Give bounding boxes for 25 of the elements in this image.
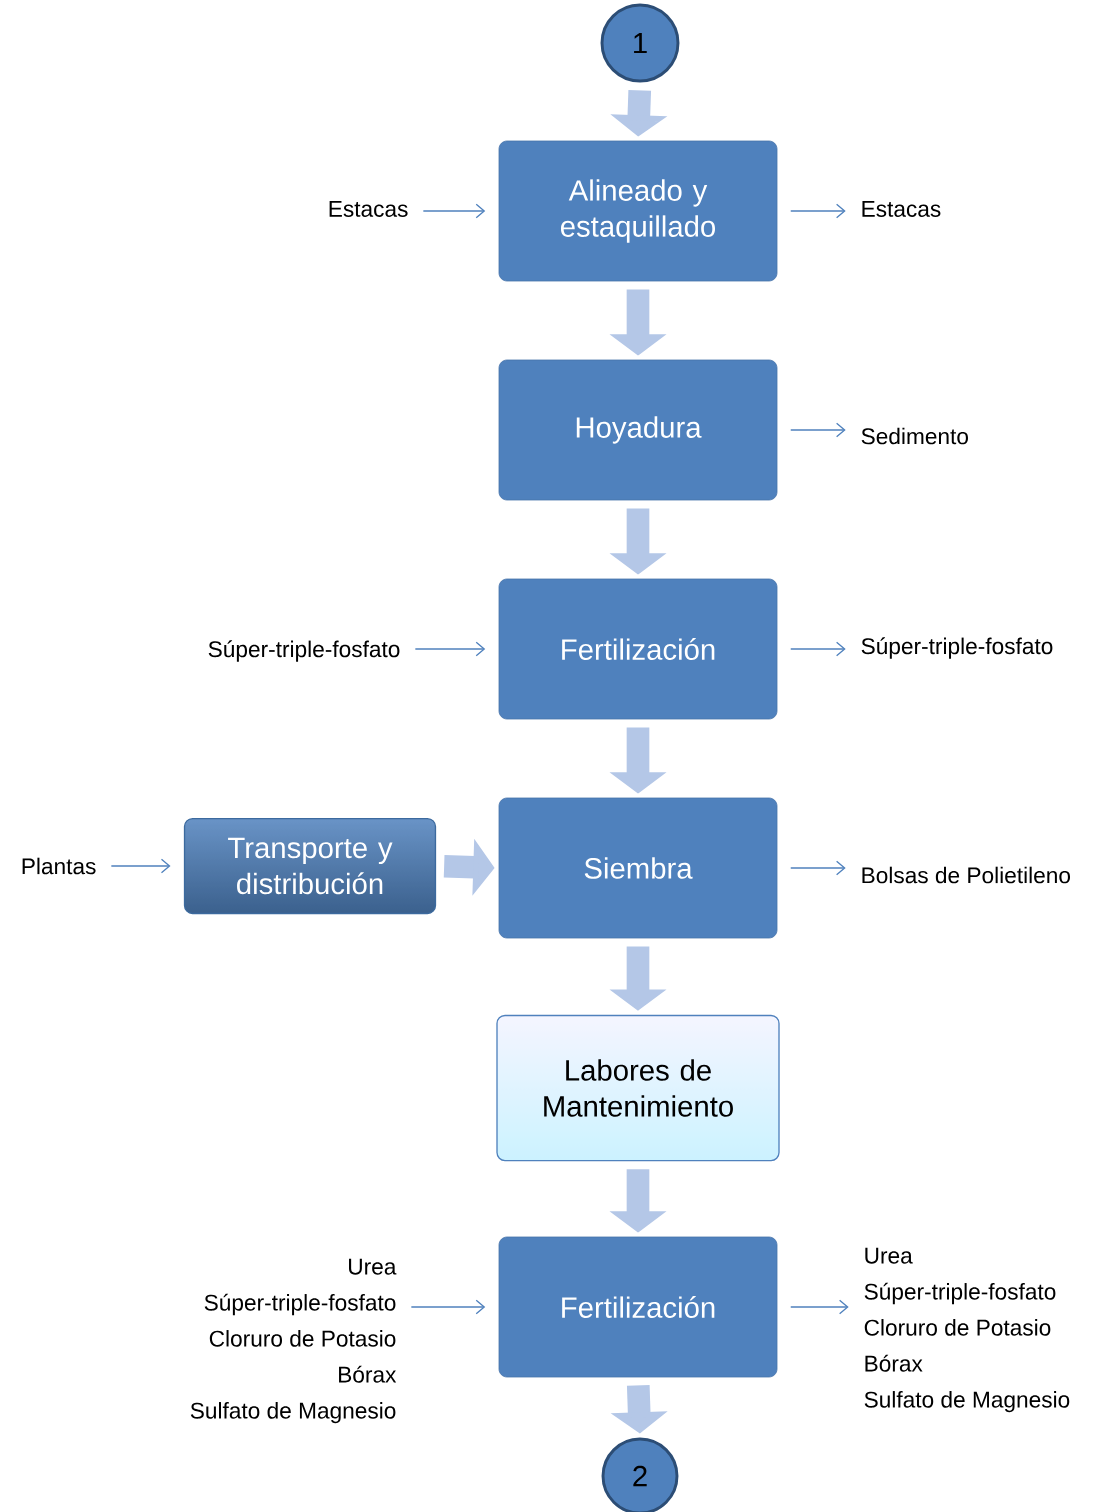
process-box: Siembra (498, 797, 778, 939)
output-label: Estacas (862, 201, 941, 217)
arrow (790, 422, 846, 438)
arrow (414, 641, 486, 657)
arrow (790, 203, 846, 219)
input-label: Estacas (329, 201, 408, 217)
output-label: Súper-triple-fosfato (861, 637, 1053, 659)
input-label: Plantas (22, 857, 96, 875)
output-label: Sedimento (861, 427, 968, 445)
process-box: Hoyadura (498, 359, 778, 501)
output-label: Urea Súper-triple-fosfato Cloruro de Potasio Bórax Sulfato de Magnesio (864, 1247, 1070, 1413)
arrow (110, 858, 171, 874)
process-box: Labores de Mantenimiento (496, 1014, 780, 1162)
process-box: Fertilización (498, 1236, 778, 1378)
arrow (790, 1299, 849, 1315)
process-box: Fertilización (498, 578, 778, 720)
arrow (790, 641, 846, 657)
input-label: Súper-triple-fosfato (208, 640, 400, 662)
input-label: Urea Súper-triple-fosfato Cloruro de Potasio Bórax Sulfato de Magnesio (190, 1258, 397, 1424)
output-label: Bolsas de Polietileno (862, 866, 1070, 884)
arrow (422, 203, 486, 219)
process-box: Alineado y estaquillado (498, 140, 778, 282)
process-box: Transporte y distribución (183, 817, 437, 915)
arrow (790, 860, 846, 876)
arrow (410, 1299, 486, 1315)
